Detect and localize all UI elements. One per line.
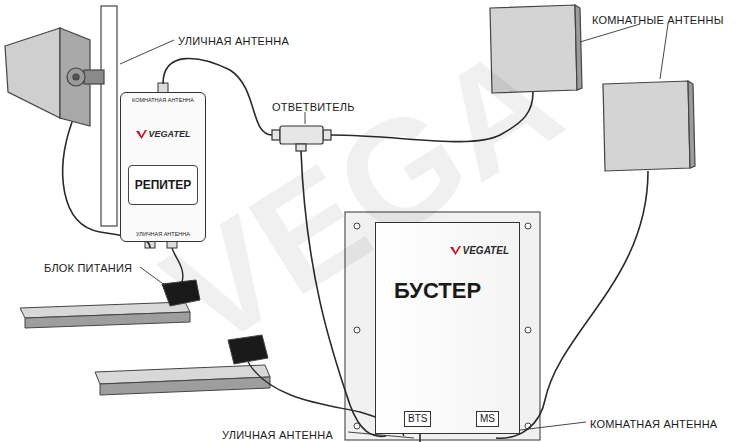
booster-box: VEGATEL БУСТЕР BTS MS	[375, 222, 520, 434]
port-name: MS	[480, 413, 495, 424]
brand-logo: VEGATEL	[463, 245, 509, 256]
label-wrap: БЛОК ПИТАНИЯ	[44, 258, 132, 276]
device-name: БУСТЕР	[394, 278, 509, 304]
label-wrap: УЛИЧНАЯ АНТЕННА	[178, 31, 289, 49]
part-label: УЛИЧНАЯ АНТЕННА	[178, 35, 289, 47]
port-caption: КОМНАТНАЯ АНТЕННА	[132, 97, 194, 103]
logo-mark	[136, 130, 147, 139]
logo-row: VEGATEL	[136, 129, 191, 139]
port-name: BTS	[408, 413, 427, 424]
part-label: УЛИЧНАЯ АНТЕННА	[222, 429, 333, 441]
repeater-box: КОМНАТНАЯ АНТЕННА VEGATEL РЕПИТЕР УЛИЧНАЯ А…	[120, 92, 206, 242]
port-box: MS	[476, 411, 499, 427]
label-wrap: КОМНАТНАЯ АНТЕННА	[590, 414, 717, 432]
label-wrap: УЛИЧНАЯ АНТЕННА	[222, 425, 333, 442]
device-name: РЕПИТЕР	[128, 165, 199, 205]
port-box: BTS	[404, 411, 431, 427]
label-wrap: КОМНАТНЫЕ АНТЕННЫ	[592, 10, 724, 28]
logo-row: VEGATEL	[450, 245, 509, 256]
part-label: БЛОК ПИТАНИЯ	[44, 262, 132, 274]
mounting-plate	[345, 212, 540, 440]
part-label: КОМНАТНЫЕ АНТЕННЫ	[592, 14, 724, 26]
port-caption: УЛИЧНАЯ АНТЕННА	[136, 231, 190, 237]
part-label: КОМНАТНАЯ АНТЕННА	[590, 418, 717, 430]
outdoor-antenna	[5, 6, 117, 226]
brand-logo: VEGATEL	[149, 129, 191, 139]
logo-mark	[450, 246, 461, 255]
